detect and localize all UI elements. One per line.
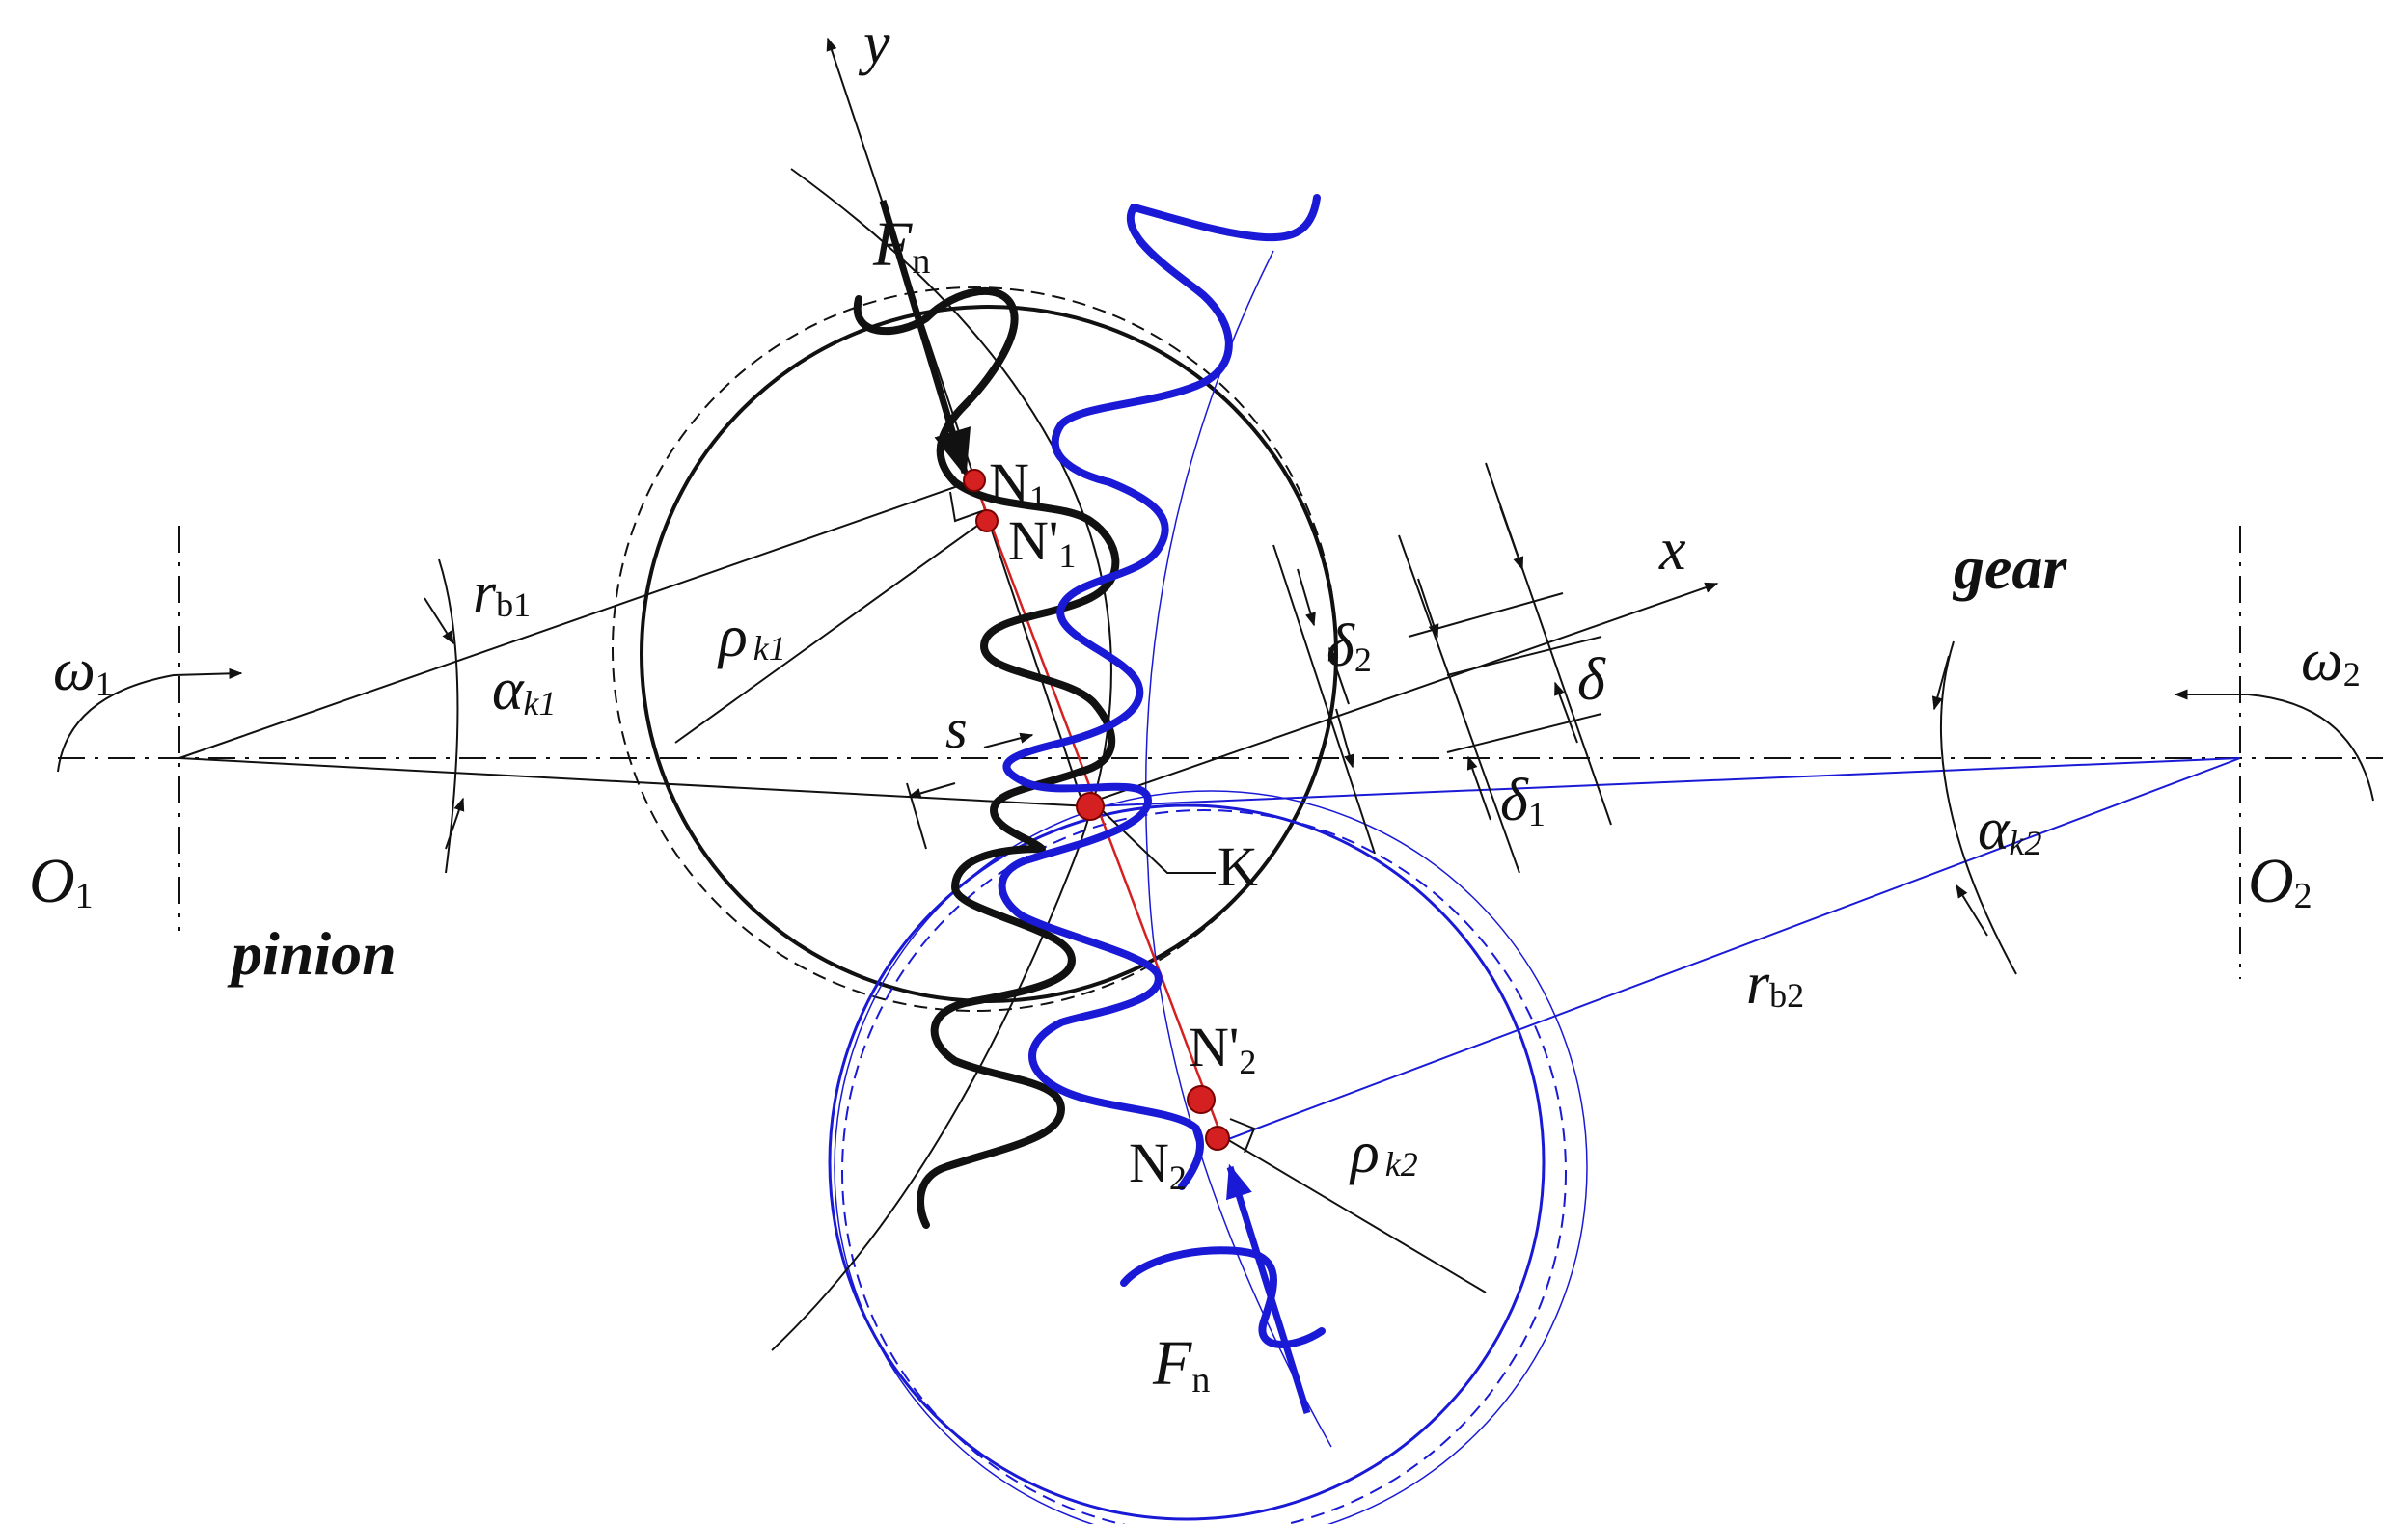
delta-line-2 — [1398, 534, 1520, 874]
alpha2-arrow-bottom — [1956, 884, 1988, 937]
omega1-label: ω1 — [53, 638, 113, 703]
force-label-top: Fn — [872, 209, 930, 282]
pinion-tooth-profile — [853, 286, 1120, 1229]
gear-to-k-line — [1089, 757, 2241, 807]
o1-label: O1 — [29, 846, 94, 916]
pinion-addendum-arc — [771, 168, 1112, 1351]
rho2-line — [1224, 1137, 1487, 1293]
s-label: s — [945, 697, 968, 760]
pinion-label: pinion — [227, 919, 397, 988]
delta-line-1 — [1272, 544, 1376, 855]
delta-ext-mid — [1446, 636, 1602, 676]
s-dimension-right — [983, 732, 1034, 748]
delta-ext-low — [1446, 713, 1602, 753]
right-angle-n2 — [1229, 1118, 1256, 1154]
alpha1-arc — [438, 558, 459, 874]
alpha1-label: αk1 — [492, 657, 557, 722]
k-leader-line — [1097, 805, 1216, 874]
delta1-label: δ1 — [1500, 768, 1546, 833]
alpha1-arrow-bottom — [445, 797, 465, 850]
alpha1-arrow-top — [424, 597, 454, 645]
gear-label: gear — [1952, 533, 2067, 602]
gear-base-circle — [828, 803, 1546, 1521]
rb1-label: rb1 — [473, 560, 531, 626]
delta-arrow-b — [1554, 681, 1578, 744]
n1-label: N1 — [989, 451, 1047, 517]
omega2-label: ω2 — [2301, 628, 2361, 694]
n2-prime-label: N'2 — [1189, 1016, 1256, 1081]
point-k — [1076, 792, 1105, 821]
delta2-arrow-a — [1297, 568, 1316, 627]
rb2-line — [1222, 757, 2241, 1142]
o2-label: O2 — [2248, 846, 2312, 916]
gear-tooth-profile — [998, 194, 1326, 1348]
delta-ext-top — [1408, 592, 1564, 638]
rb2-label: rb2 — [1746, 951, 1804, 1017]
alpha2-label: αk2 — [1978, 797, 2042, 862]
omega1-arc — [57, 667, 243, 773]
x-axis-label: x — [1658, 517, 1686, 583]
right-angle-n1 — [949, 491, 983, 523]
s-extension — [906, 782, 927, 850]
delta2-label: δ2 — [1327, 613, 1372, 679]
point-n1-prime — [975, 509, 999, 532]
point-n2 — [1205, 1126, 1230, 1151]
rho1-line — [674, 520, 985, 744]
pinion-to-k-line — [178, 757, 1091, 807]
point-n1 — [963, 469, 986, 492]
gear-outer-circle — [834, 790, 1588, 1524]
n2-label: N2 — [1129, 1131, 1187, 1197]
x-axis — [1089, 582, 1719, 803]
delta1-arrow-b — [1466, 755, 1491, 821]
delta2-arrow-c — [1335, 708, 1354, 769]
s-dimension-left — [907, 782, 956, 799]
rb1-line — [178, 479, 975, 759]
omega2-arc — [2174, 689, 2374, 802]
alpha2-arrow-top — [1931, 655, 1950, 711]
y-axis-label: y — [858, 11, 890, 76]
delta1-arrow-a — [1417, 578, 1439, 639]
n1-prime-label: N'1 — [1008, 509, 1076, 575]
k-label: K — [1218, 835, 1258, 898]
gear-pitch-circle — [841, 809, 1567, 1524]
delta2-arrow-b — [1327, 646, 1350, 705]
point-n2-prime — [1187, 1085, 1216, 1114]
delta-arrow-a — [1499, 505, 1524, 571]
delta-label: δ — [1577, 647, 1606, 713]
force-label-bottom: Fn — [1152, 1328, 1210, 1401]
alpha2-arc — [1939, 640, 2017, 975]
